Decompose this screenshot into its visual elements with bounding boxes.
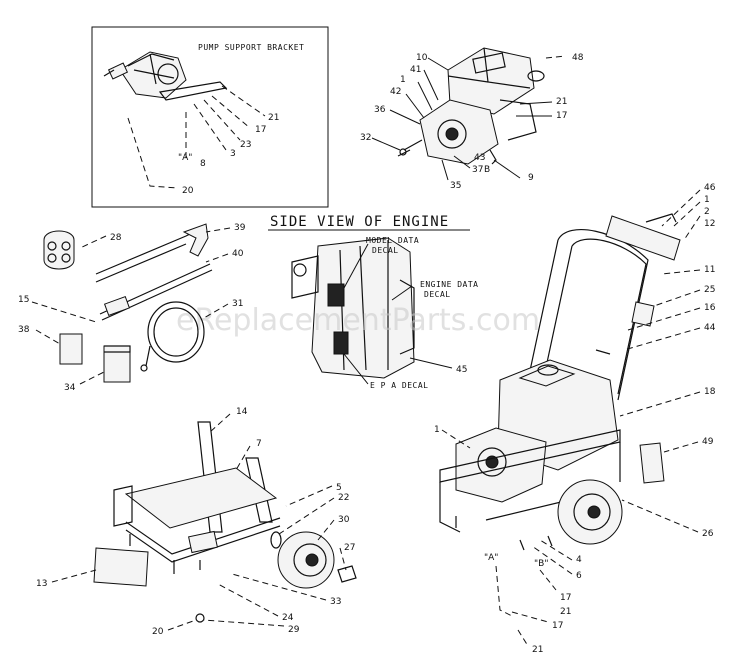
inset-frame (91, 26, 329, 208)
label-49: 49 (702, 437, 714, 447)
caption-pump-support-bracket: PUMP SUPPORT BRACKET (198, 43, 304, 52)
label-24: 24 (282, 613, 294, 623)
label-4: 4 (576, 555, 582, 565)
caption-engine-decal: DECAL (424, 290, 451, 299)
label-40: 40 (232, 249, 244, 259)
watermark: eReplacementParts.com (176, 303, 540, 338)
label-35: 35 (450, 181, 461, 191)
label-44: 44 (704, 323, 716, 333)
label-43: 43 (474, 153, 485, 163)
caption-side-view: SIDE VIEW OF ENGINE (270, 214, 449, 230)
label-37: 37 (472, 165, 483, 175)
accessories-drawing (43, 223, 213, 383)
engine-leaders (343, 243, 453, 385)
engine-side-drawing (291, 237, 415, 379)
label-6: 6 (576, 571, 582, 581)
caption-model-data: MODEL DATA (366, 236, 419, 245)
pump-bracket-drawing (103, 51, 228, 101)
label-25: 25 (704, 285, 715, 295)
label-7: 7 (256, 439, 262, 449)
manual-card (59, 333, 83, 365)
accessories-leaders (31, 227, 231, 385)
label-20-frame: 20 (152, 627, 164, 637)
caption-model-decal: DECAL (372, 246, 399, 255)
label-8: 8 (200, 159, 206, 169)
caption-engine-data: ENGINE DATA (420, 280, 478, 289)
caption-epa-decal: E P A DECAL (370, 381, 428, 390)
label-21-bottom: 21 (532, 645, 543, 655)
label-11: 11 (704, 265, 715, 275)
frame-drawing (93, 421, 357, 623)
label-32: 32 (360, 133, 371, 143)
label-10: 10 (416, 53, 428, 63)
label-39: 39 (234, 223, 246, 233)
label-30: 30 (338, 515, 350, 525)
label-b: B (484, 165, 490, 175)
label-17: 17 (255, 125, 266, 135)
assembly-drawing (439, 213, 681, 551)
label-9: 9 (528, 173, 534, 183)
label-18: 18 (704, 387, 716, 397)
label-16: 16 (704, 303, 716, 313)
label-a-asm: "A" (484, 553, 498, 563)
label-41: 41 (410, 65, 421, 75)
label-45: 45 (456, 365, 467, 375)
label-1-left: 1 (434, 425, 440, 435)
label-17-pump: 17 (556, 111, 567, 121)
label-21-pump: 21 (556, 97, 567, 107)
label-33: 33 (330, 597, 341, 607)
label-21-asm: 21 (560, 607, 571, 617)
label-34: 34 (64, 383, 76, 393)
label-17-asm: 17 (560, 593, 571, 603)
label-29: 29 (288, 625, 300, 635)
label-38: 38 (18, 325, 30, 335)
label-31: 31 (232, 299, 243, 309)
label-26: 26 (702, 529, 714, 539)
label-20: 20 (182, 186, 194, 196)
pump-exploded-drawing (397, 47, 545, 165)
label-28: 28 (110, 233, 122, 243)
label-27: 27 (344, 543, 355, 553)
label-36: 36 (374, 105, 386, 115)
label-22: 22 (338, 493, 349, 503)
label-15: 15 (18, 295, 29, 305)
pump-leaders (371, 55, 566, 181)
label-12: 12 (704, 219, 715, 229)
label-21: 21 (268, 113, 279, 123)
label-14: 14 (236, 407, 248, 417)
label-42: 42 (390, 87, 401, 97)
label-5: 5 (336, 483, 342, 493)
epa-decal (333, 331, 349, 355)
label-17-bottom: 17 (552, 621, 563, 631)
label-2: 2 (704, 207, 710, 217)
inset-leaders (127, 85, 266, 189)
model-data-decal (327, 283, 345, 307)
label-3: 3 (230, 149, 236, 159)
label-46: 46 (704, 183, 716, 193)
label-a: "A" (178, 153, 192, 163)
assembly-leaders (441, 189, 701, 647)
label-1-asm: 1 (704, 195, 710, 205)
label-b-asm: "B" (534, 559, 548, 569)
frame-leaders (51, 413, 347, 631)
label-48: 48 (572, 53, 584, 63)
label-23: 23 (240, 140, 251, 150)
label-1: 1 (400, 75, 406, 85)
label-13: 13 (36, 579, 47, 589)
